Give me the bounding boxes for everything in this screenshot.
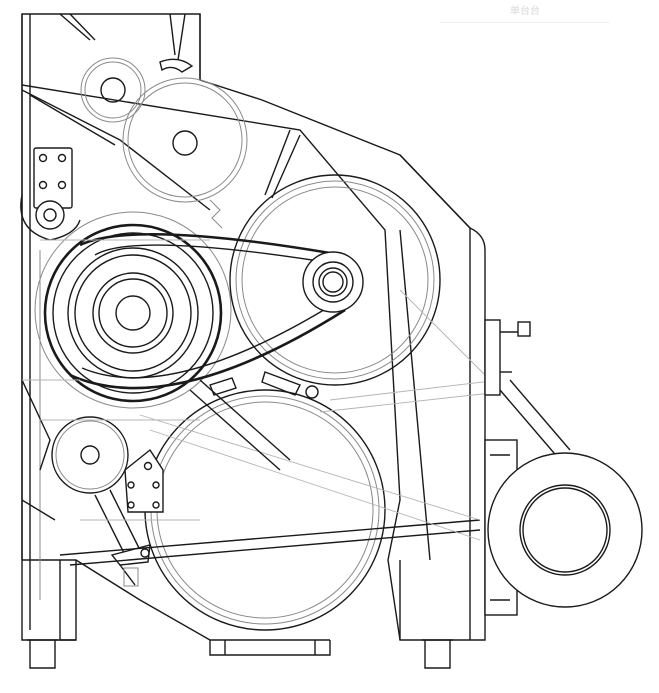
lower-large-wheel [144,389,386,631]
housing-frame [21,13,486,656]
feet [27,560,453,669]
faint-header-label: 单台台 [440,2,610,23]
drive-belt [69,232,346,390]
diagonal-linkage [59,289,501,566]
large-right-pulley [229,174,441,386]
right-assembly [484,319,643,616]
hidden-lines [22,199,223,521]
large-upper-gear [122,58,248,203]
idler-pulley [302,251,364,313]
left-bracket [20,147,81,241]
lower-left-pulley [51,416,129,494]
main-left-pulley [34,211,232,409]
small-upper-gear [80,57,146,123]
